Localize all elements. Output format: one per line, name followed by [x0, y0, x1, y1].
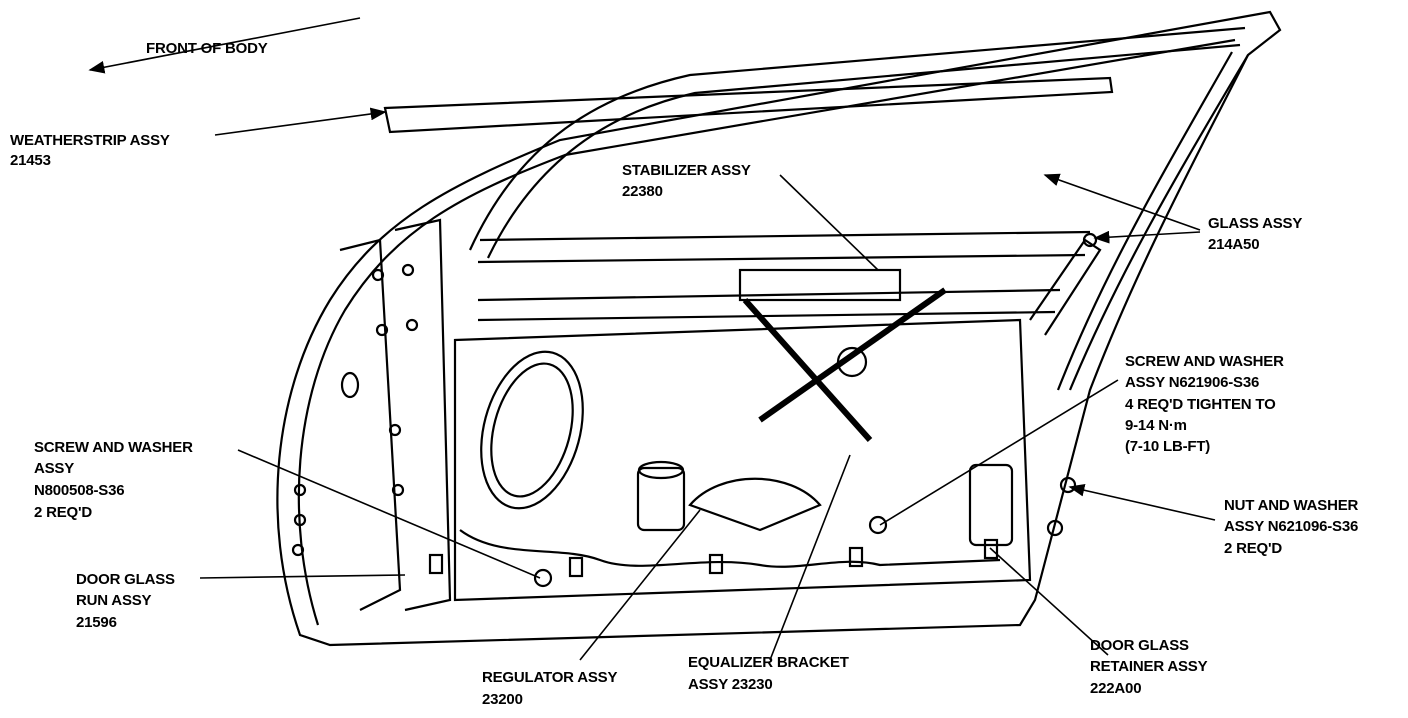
glass-label-1: GLASS ASSY: [1208, 215, 1302, 232]
front-of-body-label: FRONT OF BODY: [146, 40, 268, 57]
door-illustration: [276, 10, 1282, 647]
front-arrow: [88, 17, 361, 74]
glass-label-2: 214A50: [1208, 236, 1259, 253]
leader-lines: [88, 17, 1216, 661]
equalizer-label-1: EQUALIZER BRACKET: [688, 654, 849, 671]
screw-right-label-3: 4 REQ'D TIGHTEN TO: [1125, 396, 1276, 413]
run-label-1: DOOR GLASS: [76, 571, 175, 588]
screw-right-label-4: 9-14 N·m: [1125, 417, 1187, 434]
run-leader: [199, 574, 406, 579]
screw-left-label-1: SCREW AND WASHER: [34, 439, 193, 456]
regulator-label-2: 23200: [482, 691, 523, 708]
run-label-2: RUN ASSY: [76, 592, 152, 609]
regulator-leader: [579, 509, 701, 661]
run-label-3: 21596: [76, 614, 117, 631]
nut-label-2: ASSY N621096-S36: [1224, 518, 1358, 535]
equalizer-leader: [769, 454, 851, 661]
retainer-label-2: RETAINER ASSY: [1090, 658, 1208, 675]
stabilizer-leader: [779, 174, 879, 271]
screw-right-label-1: SCREW AND WASHER: [1125, 353, 1284, 370]
equalizer-label-2: ASSY 23230: [688, 676, 772, 693]
screw-right-leader: [879, 379, 1119, 526]
screw-right-label-5: (7-10 LB-FT): [1125, 438, 1210, 455]
labels: FRONT OF BODY WEATHERSTRIP ASSY 21453 ST…: [10, 40, 1359, 708]
screw-left-label-4: 2 REQ'D: [34, 504, 92, 521]
regulator-label-1: REGULATOR ASSY: [482, 669, 617, 686]
retainer-label-3: 222A00: [1090, 680, 1141, 697]
retainer-leader: [989, 547, 1109, 656]
nut-label-1: NUT AND WASHER: [1224, 497, 1359, 514]
weatherstrip-label-1: WEATHERSTRIP ASSY: [10, 132, 170, 149]
stabilizer-label-2: 22380: [622, 183, 663, 200]
glass-leader-1: [1043, 173, 1201, 231]
screw-left-leader: [237, 449, 541, 579]
screw-left-label-2: ASSY: [34, 460, 74, 477]
nut-leader: [1068, 483, 1216, 521]
weatherstrip-label-2: 21453: [10, 152, 51, 169]
glass-leader-2: [1093, 230, 1201, 244]
weatherstrip-leader: [214, 107, 387, 136]
screw-right-label-2: ASSY N621906-S36: [1125, 374, 1259, 391]
screw-left-label-3: N800508-S36: [34, 482, 124, 499]
nut-label-3: 2 REQ'D: [1224, 540, 1282, 557]
retainer-label-1: DOOR GLASS: [1090, 637, 1189, 654]
stabilizer-label-1: STABILIZER ASSY: [622, 162, 751, 179]
